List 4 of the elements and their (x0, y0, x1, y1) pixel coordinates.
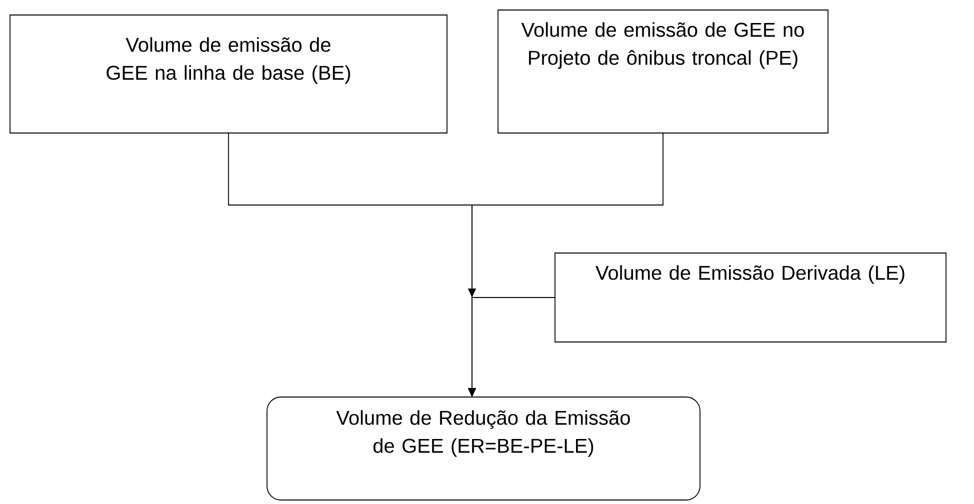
text-box: Volume de emissão de GEE na linha de base (BE) (10, 14, 448, 134)
text-box: Volume de emissão de GEE no Projeto de ônibus troncal (PE) (498, 10, 828, 134)
text-box: Volume de Emissão Derivada (LE) (554, 252, 946, 342)
rounded-box: Volume de Redução da Emissão de GEE (ER=BE-PE-LE) (266, 396, 700, 500)
